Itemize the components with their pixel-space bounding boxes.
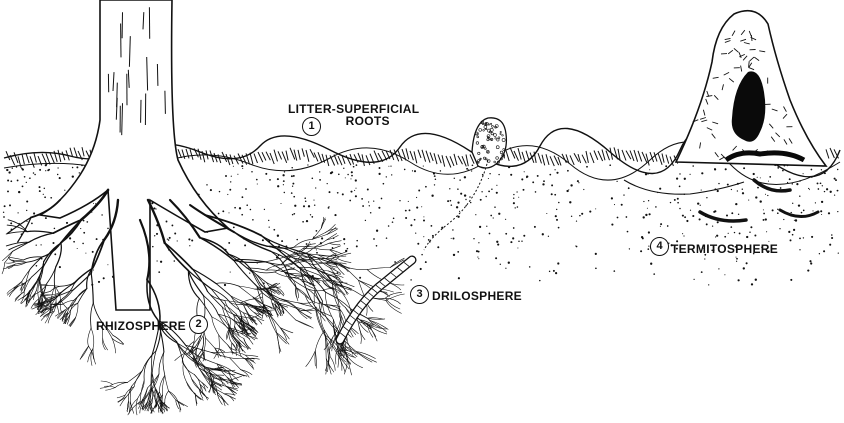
- worm-cast: [424, 118, 506, 250]
- earthworm: [340, 260, 412, 340]
- zone-2-label: RHIZOSPHERE: [96, 320, 186, 332]
- zone-3-number: 3: [410, 285, 429, 304]
- termite-mound: [624, 11, 826, 221]
- zone-1-label: LITTER-SUPERFICIAL ROOTS: [288, 103, 419, 127]
- zone-4-number: 4: [650, 237, 669, 256]
- zone-4-label: TERMITOSPHERE: [671, 243, 778, 255]
- zone-1-label-line2: ROOTS: [288, 115, 419, 127]
- zone-3-label: DRILOSPHERE: [432, 290, 522, 302]
- zone-2-number: 2: [189, 315, 208, 334]
